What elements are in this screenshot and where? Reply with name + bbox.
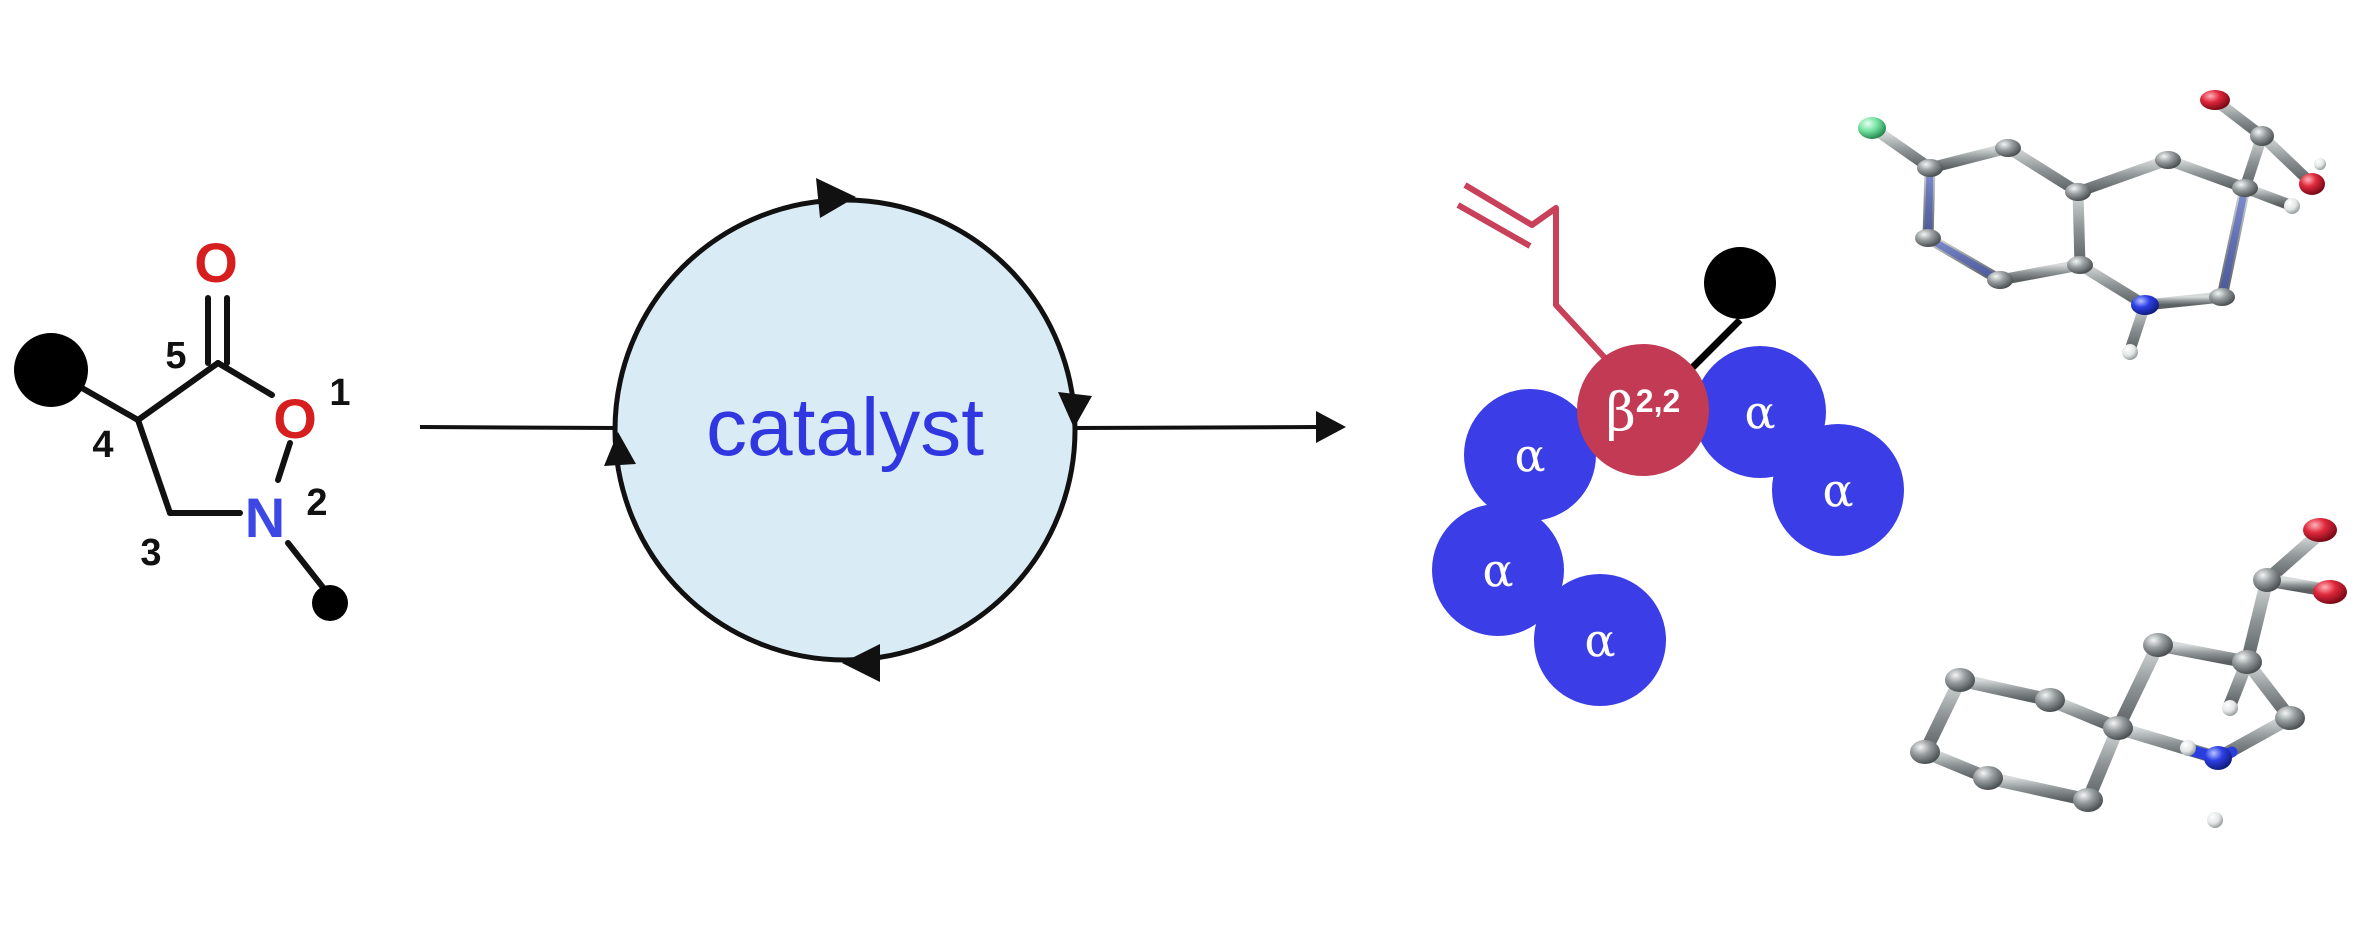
hydrogen-atom	[2122, 344, 2138, 360]
alpha-residue-2	[1432, 504, 1564, 636]
position-label-5: 5	[165, 335, 186, 377]
position-label-2: 2	[306, 482, 327, 524]
large-substituent-ball	[14, 333, 88, 407]
alpha-label-4: α	[1744, 385, 1775, 439]
carbon-atom	[2232, 650, 2262, 674]
beta-label: β2,2	[1606, 383, 1681, 443]
carbon-atom	[2232, 179, 2258, 197]
ring-oxygen-label: O	[273, 387, 317, 450]
ring-bonds	[65, 360, 328, 593]
ring-nitrogen-label: N	[245, 486, 285, 549]
carbon-atom	[2250, 126, 2274, 146]
inlet-arrow-line	[419, 425, 619, 430]
chlorine-atom	[1858, 117, 1886, 139]
alpha-residue-3	[1534, 574, 1666, 706]
outlet-arrowhead	[1316, 411, 1346, 443]
peptide-cartoon: α α α α α β2,2	[1432, 182, 1904, 706]
hydrogen-atom	[2314, 158, 2326, 170]
carbon-atom	[2275, 706, 2305, 730]
carbon-atom	[2143, 633, 2173, 657]
oxygen-atom	[2200, 90, 2230, 110]
oxygen-atom	[2303, 518, 2337, 542]
nitrogen-atom	[2131, 295, 2159, 315]
carbon-atom	[1973, 766, 2003, 790]
catalyst-label: catalyst	[706, 382, 984, 473]
cycle-arrowhead-bottom	[842, 644, 880, 682]
hydrogen-atom	[2207, 812, 2223, 828]
alpha-residue-1	[1464, 389, 1596, 521]
oxygen-atom	[2313, 580, 2347, 604]
carbon-atom	[1910, 740, 1940, 764]
alpha-residue-5	[1772, 424, 1904, 556]
bond-c3-c4	[135, 417, 173, 516]
bond-c4-c5	[135, 360, 221, 423]
allyl-double-bond-line	[1456, 202, 1532, 249]
carbon-atom	[1915, 229, 1941, 247]
carbonyl-double-bond	[205, 295, 230, 366]
carbon-atom	[2253, 568, 2281, 592]
crystal-structure-bottom	[1910, 518, 2347, 828]
bond-o1-n2	[275, 440, 293, 483]
outlet-arrow-line	[1074, 425, 1323, 430]
catalytic-cycle: catalyst	[419, 178, 1346, 682]
carbon-atom	[2103, 716, 2133, 740]
beta-symbol: β	[1606, 383, 1636, 443]
alpha-label-1: α	[1514, 428, 1545, 482]
crystal-structure-top	[1858, 90, 2326, 360]
position-label-3: 3	[140, 532, 161, 574]
crystal-top-bonds	[1874, 94, 2316, 356]
position-label-4: 4	[92, 424, 113, 466]
carbon-atom	[2209, 288, 2235, 306]
alpha-label-2: α	[1482, 543, 1513, 597]
bond-c5-o1	[215, 360, 275, 398]
carbon-atom	[1917, 159, 1943, 177]
nitrogen-atom	[2204, 746, 2232, 770]
hydrogen-atom	[2222, 700, 2238, 716]
isoxazolidinone-structure: O O N 1 2 3 4 5	[14, 231, 351, 621]
position-label-1: 1	[329, 372, 350, 414]
carbon-atom	[2155, 151, 2181, 169]
cycle-arrowhead-right	[1058, 392, 1092, 428]
carbon-atom	[2073, 788, 2103, 812]
carbon-atom	[2065, 183, 2091, 201]
cycle-arrowhead-left	[604, 432, 636, 466]
carbon-atom	[1987, 271, 2013, 289]
small-substituent-ball	[312, 585, 348, 621]
cycle-arrowhead-top	[816, 178, 856, 218]
hydrogen-atom	[2180, 740, 2196, 756]
beta-superscript: 2,2	[1636, 383, 1680, 419]
beta-substituent-ball	[1704, 247, 1776, 319]
oxygen-atom	[2299, 173, 2325, 195]
alpha-label-3: α	[1584, 613, 1615, 667]
carbon-atom	[2067, 256, 2093, 274]
carbon-atom	[2035, 688, 2065, 712]
carbonyl-oxygen-label: O	[194, 231, 238, 294]
beta-residue	[1577, 344, 1709, 476]
carbon-atom	[1945, 668, 1975, 692]
carbon-atom	[1995, 139, 2021, 157]
alpha-label-5: α	[1822, 463, 1853, 517]
hydrogen-atom	[2284, 198, 2300, 214]
allyl-side-chain	[1463, 182, 1608, 361]
bond-n2-substituent	[285, 540, 328, 593]
crystal-top-blue-bonds	[1924, 164, 2249, 301]
